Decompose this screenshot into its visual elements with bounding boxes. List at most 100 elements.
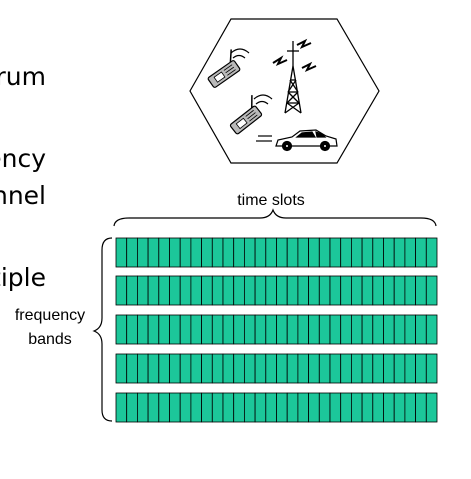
time-slot [222, 237, 235, 268]
time-slot [383, 275, 395, 306]
time-slot [115, 314, 128, 345]
time-slot [415, 275, 427, 306]
slide-text-fragment: nnel [0, 181, 46, 210]
time-slot [425, 314, 438, 345]
frequency-bands-label-line1: frequency [15, 307, 85, 324]
time-slot [115, 353, 128, 384]
time-slot [115, 392, 128, 423]
time-slot [222, 392, 235, 423]
time-slot [158, 275, 170, 306]
time-slot [233, 314, 245, 345]
time-slot [201, 392, 213, 423]
time-slot [350, 314, 363, 345]
time-slot [222, 314, 235, 345]
time-slot [158, 353, 170, 384]
time-slot [372, 314, 384, 345]
time-slot [361, 353, 374, 384]
time-slot [233, 353, 245, 384]
time-slot [211, 392, 224, 423]
time-slot [372, 275, 384, 306]
time-slot [340, 237, 352, 268]
time-slot [383, 392, 395, 423]
time-slot [329, 353, 342, 384]
frequency-band [115, 275, 438, 306]
time-slot [265, 353, 277, 384]
time-slot [404, 314, 416, 345]
time-slot [350, 353, 363, 384]
time-slot [179, 275, 192, 306]
time-slot [361, 314, 374, 345]
time-slot [265, 314, 277, 345]
time-slot [308, 275, 320, 306]
time-slot [254, 353, 267, 384]
time-slot [265, 275, 277, 306]
time-slot [201, 237, 213, 268]
time-slot [158, 314, 170, 345]
slide-text-fragment: ltiple [0, 263, 46, 292]
time-slot [265, 237, 277, 268]
time-slot [415, 237, 427, 268]
time-slot [179, 392, 192, 423]
time-slot [350, 275, 363, 306]
signal-waves [253, 94, 273, 105]
time-slot [340, 275, 352, 306]
time-slot [169, 353, 181, 384]
time-slot [136, 275, 149, 306]
time-slot [136, 237, 149, 268]
time-slot [276, 353, 288, 384]
time-slot [211, 237, 224, 268]
time-slot [147, 237, 160, 268]
time-slot [361, 275, 374, 306]
time-frequency-grid [115, 237, 438, 423]
time-slot [243, 392, 256, 423]
time-slot [297, 353, 309, 384]
time-slot [276, 237, 288, 268]
time-slot [425, 353, 438, 384]
cell-phone-icon [229, 95, 263, 135]
time-slot [404, 392, 416, 423]
time-slot [169, 392, 181, 423]
time-slot [254, 392, 267, 423]
time-slot [318, 353, 331, 384]
time-slot [190, 392, 202, 423]
time-slot [276, 392, 288, 423]
time-slot [286, 275, 299, 306]
time-slot [297, 237, 309, 268]
time-slot [147, 275, 160, 306]
time-slot [179, 237, 192, 268]
time-slot [147, 353, 160, 384]
frequency-bands-label-line2: bands [28, 331, 72, 348]
time-slot [297, 314, 309, 345]
time-slot [190, 237, 202, 268]
time-slots-label: time slots [237, 192, 305, 209]
time-slot [372, 237, 384, 268]
cropped-slide-text: rum ency nnel ltiple [0, 0, 60, 300]
signal-waves [230, 48, 250, 59]
time-slot [147, 314, 160, 345]
time-slot [340, 314, 352, 345]
time-slot [308, 353, 320, 384]
time-slot [286, 353, 299, 384]
time-slot [126, 392, 138, 423]
frequency-band [115, 314, 438, 345]
time-slot [158, 237, 170, 268]
time-slot [211, 314, 224, 345]
time-slot [179, 353, 192, 384]
time-slot [254, 275, 267, 306]
time-slot [169, 275, 181, 306]
time-slot [350, 392, 363, 423]
time-slot [136, 353, 149, 384]
time-slot [415, 314, 427, 345]
time-slot [126, 275, 138, 306]
time-slot [276, 275, 288, 306]
time-slot [318, 314, 331, 345]
time-slot [169, 314, 181, 345]
time-slot [415, 353, 427, 384]
time-slot [190, 275, 202, 306]
time-slot [126, 353, 138, 384]
frequency-band [115, 392, 438, 423]
time-slot [243, 353, 256, 384]
time-slot [254, 314, 267, 345]
time-slot [393, 353, 406, 384]
